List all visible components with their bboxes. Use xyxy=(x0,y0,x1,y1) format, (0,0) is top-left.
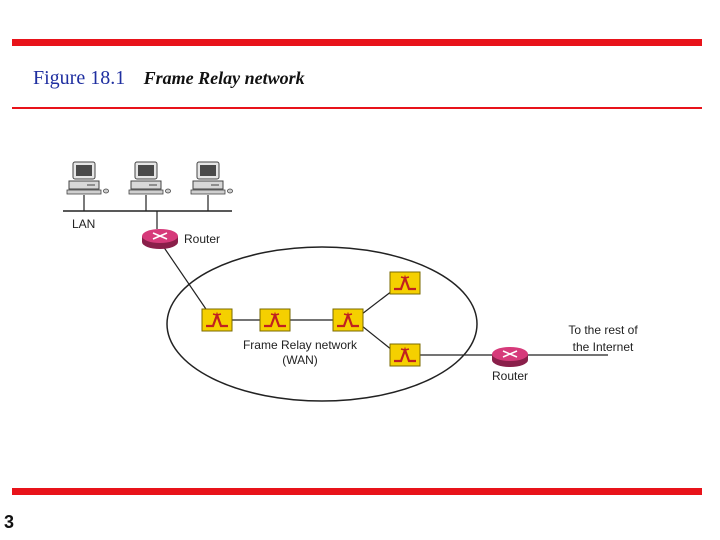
page-number: 3 xyxy=(4,512,15,532)
computer-icon-3 xyxy=(190,161,233,195)
computer-icon-2 xyxy=(128,161,171,195)
router-to-switch-link xyxy=(162,245,211,316)
wan-label-line2: (WAN) xyxy=(282,353,318,367)
bottom-rule xyxy=(12,488,702,495)
figure-title: Figure 18.1 Frame Relay network xyxy=(33,67,305,93)
router-right-label: Router xyxy=(492,369,528,383)
internet-label-line1: To the rest of xyxy=(568,323,638,337)
router-icon-internet xyxy=(491,346,529,368)
frame-relay-switch-icon-1 xyxy=(200,307,234,333)
internet-label-line2: the Internet xyxy=(573,340,634,354)
router-icon-lan xyxy=(141,228,179,250)
switch3-switch5-link xyxy=(361,325,393,351)
switch3-switch4-link xyxy=(361,290,393,315)
top-rule xyxy=(12,39,702,46)
frame-relay-switch-icon-3 xyxy=(331,307,365,333)
wan-boundary xyxy=(166,246,478,402)
wan-label-line1: Frame Relay network xyxy=(243,338,358,352)
lan-label: LAN xyxy=(72,217,95,231)
figure-caption: Frame Relay network xyxy=(143,68,305,88)
frame-relay-switch-icon-4 xyxy=(388,270,422,296)
figure-number: Figure 18.1 xyxy=(33,67,126,89)
frame-relay-switch-icon-5 xyxy=(388,342,422,368)
router-top-label: Router xyxy=(184,232,220,246)
frame-relay-switch-icon-2 xyxy=(258,307,292,333)
title-underline xyxy=(12,107,702,109)
computer-icon-1 xyxy=(66,161,109,195)
